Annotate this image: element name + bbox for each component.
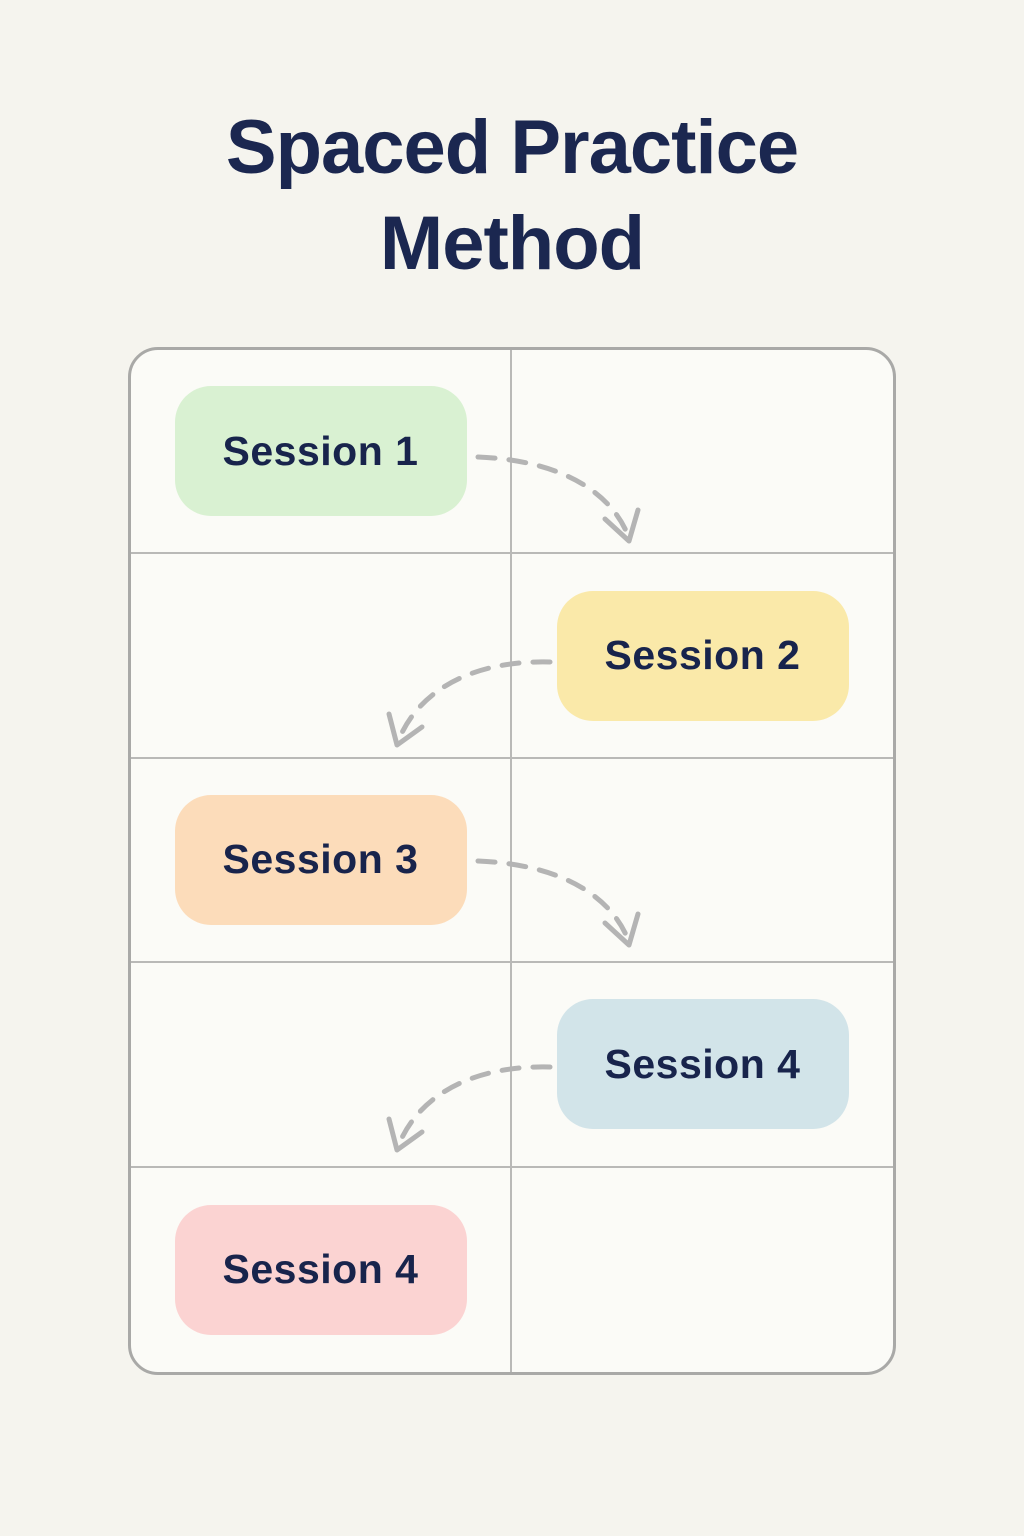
session-2-box: Session 2 xyxy=(556,590,849,721)
session-3-box: Session 3 xyxy=(174,794,467,925)
grid-cell-r3-right xyxy=(512,759,893,964)
grid-cell-r2-left xyxy=(131,554,512,759)
grid-cell-r5-right xyxy=(512,1168,893,1372)
schedule-grid: Session 1 Session 2 Session 3 Session 4 … xyxy=(128,347,896,1375)
grid-table: Session 1 Session 2 Session 3 Session 4 … xyxy=(128,347,896,1375)
grid-cell-r4-right: Session 4 xyxy=(512,963,893,1168)
grid-cell-r4-left xyxy=(131,963,512,1168)
grid-cell-r2-right: Session 2 xyxy=(512,554,893,759)
session-5-box: Session 4 xyxy=(174,1204,467,1335)
grid-cell-r5-left: Session 4 xyxy=(131,1167,512,1372)
page-title: Spaced Practice Method xyxy=(225,105,799,286)
grid-cell-r1-right xyxy=(512,350,893,555)
grid-cell-r1-left: Session 1 xyxy=(131,350,512,555)
session-1-box: Session 1 xyxy=(174,386,467,517)
session-4-box: Session 4 xyxy=(556,999,849,1130)
grid-cell-r3-left: Session 3 xyxy=(131,758,512,964)
